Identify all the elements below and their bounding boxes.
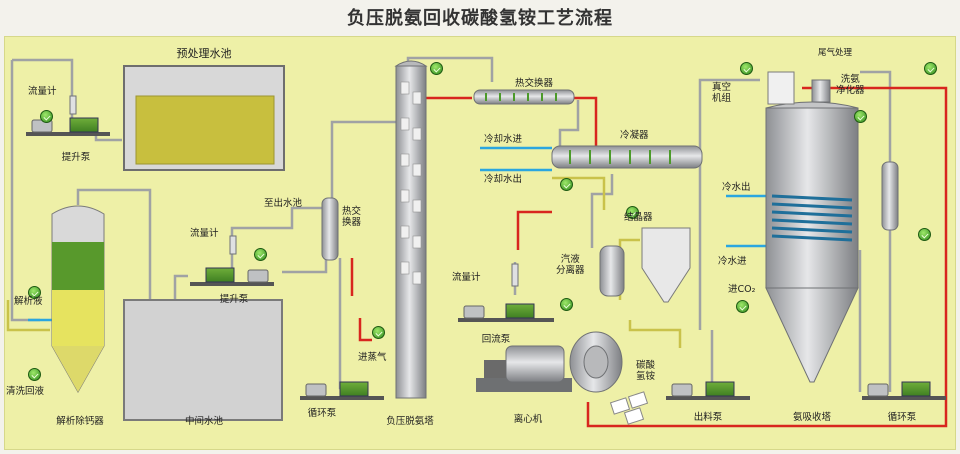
label-desorb-liquid: 解析液 bbox=[14, 296, 43, 307]
label-heat-exchanger-mid: 热交 换器 bbox=[342, 206, 362, 228]
status-point-5[interactable] bbox=[372, 326, 385, 339]
status-point-14[interactable] bbox=[626, 206, 639, 219]
status-point-4[interactable] bbox=[254, 248, 267, 261]
label-vacuum-unit: 真空 机组 bbox=[712, 82, 732, 104]
label-heat-exchanger-top: 热交换器 bbox=[514, 78, 554, 89]
status-point-13[interactable] bbox=[736, 300, 749, 313]
product-bags bbox=[609, 391, 649, 425]
label-wash-absorber: 洗氨 净化器 bbox=[836, 74, 865, 96]
label-cool-water-in: 冷却水进 bbox=[484, 134, 523, 145]
label-cold-water-out: 冷水出 bbox=[722, 182, 751, 193]
heat-exchanger-top bbox=[473, 89, 575, 105]
label-pretreat-pool: 预处理水池 bbox=[176, 47, 232, 60]
status-point-3[interactable] bbox=[28, 368, 41, 381]
label-flowmeter-top: 流量计 bbox=[28, 86, 57, 97]
diagram-title: 负压脱氨回收碳酸氢铵工艺流程 bbox=[347, 8, 613, 29]
cooling-lines bbox=[28, 146, 766, 322]
crystallizer bbox=[641, 227, 691, 303]
label-middle-pool: 中间水池 bbox=[184, 416, 224, 427]
label-desorber: 解析除钙器 bbox=[56, 416, 104, 427]
label-recycle-pump: 循环泵 bbox=[887, 412, 917, 423]
label-lift-pump-mid: 提升泵 bbox=[219, 294, 249, 305]
status-point-10[interactable] bbox=[854, 110, 867, 123]
label-centrifuge: 离心机 bbox=[513, 414, 543, 425]
middle-pool bbox=[123, 299, 283, 421]
label-condenser: 冷凝器 bbox=[620, 130, 649, 141]
label-ammonia-absorber: 氨吸收塔 bbox=[792, 412, 832, 423]
status-point-2[interactable] bbox=[28, 286, 41, 299]
label-tail-gas: 尾气处理 bbox=[818, 48, 853, 58]
hot-pipes bbox=[350, 86, 948, 428]
status-point-6[interactable] bbox=[430, 62, 443, 75]
gas-liquid-separator bbox=[599, 245, 625, 297]
status-point-12[interactable] bbox=[918, 228, 931, 241]
label-tower: 负压脱氨塔 bbox=[386, 416, 434, 427]
label-circ-pump: 循环泵 bbox=[307, 408, 337, 419]
scrubber bbox=[811, 79, 831, 103]
flowmeters bbox=[69, 95, 519, 287]
label-cold-water-in: 冷水进 bbox=[718, 256, 747, 267]
condenser bbox=[551, 145, 703, 169]
centrifuge-machine bbox=[476, 331, 623, 393]
label-lift-pump-top: 提升泵 bbox=[61, 152, 91, 163]
ammonia-absorber bbox=[765, 101, 859, 383]
label-reflux-pump: 回流泵 bbox=[481, 334, 511, 345]
label-out-water: 至出水池 bbox=[264, 198, 303, 209]
pumps bbox=[26, 117, 946, 400]
status-point-7[interactable] bbox=[560, 178, 573, 191]
status-point-8[interactable] bbox=[560, 298, 573, 311]
label-cool-water-out: 冷却水出 bbox=[484, 174, 523, 185]
desorber-vessel bbox=[51, 205, 105, 394]
label-flowmeter-reflux: 流量计 bbox=[452, 272, 481, 283]
status-point-1[interactable] bbox=[40, 110, 53, 123]
label-back-wash: 清洗回液 bbox=[6, 386, 45, 397]
label-gas-liquid-sep: 汽液 分离器 bbox=[556, 254, 585, 276]
label-co2-in: 进CO₂ bbox=[728, 284, 756, 295]
vacuum-unit bbox=[767, 71, 795, 105]
right-exchanger bbox=[881, 161, 899, 231]
label-product: 碳酸 氢铵 bbox=[636, 360, 656, 382]
status-point-11[interactable] bbox=[924, 62, 937, 75]
desorption-tower bbox=[394, 60, 428, 399]
label-flowmeter-mid: 流量计 bbox=[190, 228, 219, 239]
label-steam-in: 进蒸气 bbox=[358, 352, 387, 363]
label-crystallizer: 结晶器 bbox=[624, 212, 653, 223]
status-point-9[interactable] bbox=[740, 62, 753, 75]
label-outlet-pump: 出料泵 bbox=[693, 412, 723, 423]
heat-exchanger-mid bbox=[321, 197, 339, 261]
